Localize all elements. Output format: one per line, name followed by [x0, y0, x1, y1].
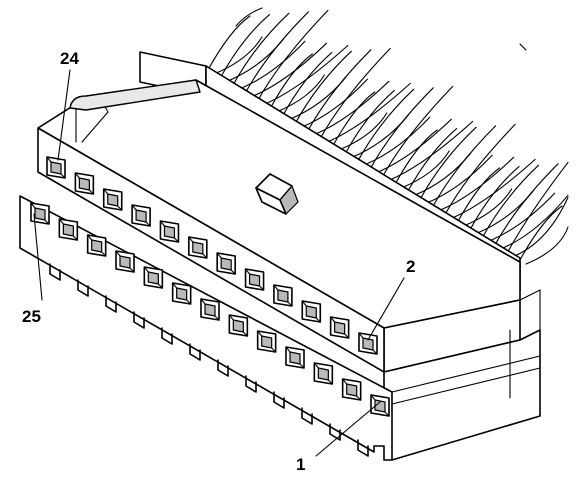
lower-cavity: [285, 346, 305, 369]
wire-strand: [235, 7, 263, 27]
wire-strand: [244, 11, 309, 94]
wire-strand: [363, 116, 431, 166]
callout-label-24: 24: [60, 49, 79, 68]
callout-label-25: 25: [22, 307, 41, 326]
wire-strand: [219, 14, 271, 79]
wire-strand: [469, 166, 520, 231]
upper-cavity-row: [46, 156, 378, 355]
wire-strand: [250, 42, 327, 98]
wire-strand: [319, 47, 391, 139]
upper-cavity: [46, 156, 66, 179]
wire-bundle: [207, 7, 569, 265]
wire-strand: [225, 38, 285, 83]
upper-cavity: [159, 220, 180, 243]
upper-cavity: [188, 236, 208, 259]
wire-strand: [263, 44, 349, 105]
wire-strand: [388, 120, 474, 181]
wire-strand: [207, 15, 251, 71]
wire-strand: [488, 192, 556, 242]
upper-cavity: [131, 204, 151, 227]
lower-cavity: [313, 362, 334, 385]
upper-cavity: [74, 172, 95, 195]
connector-front-face-lower: [19, 195, 393, 461]
lower-cavity: [115, 250, 135, 273]
wire-strand: [288, 76, 347, 121]
wire-strand: [519, 205, 563, 261]
lower-cavity: [341, 378, 362, 401]
wire-strand: [457, 167, 501, 223]
leader-line-24: [57, 69, 71, 161]
locking-tab: [255, 173, 299, 216]
wire-strand: [344, 90, 395, 155]
wire-strand: [444, 123, 516, 215]
wire-strand: [519, 43, 527, 51]
wire-strand: [269, 53, 313, 109]
wire-strand: [275, 74, 325, 113]
wire-strand: [450, 158, 536, 219]
wire-strand: [282, 52, 333, 117]
wire-strand: [394, 129, 438, 185]
wire-strand: [525, 226, 569, 265]
wire-strand: [482, 164, 540, 238]
connector-front-face-upper: [37, 127, 385, 373]
wire-strand: [307, 49, 372, 132]
wire-strand: [432, 125, 497, 208]
wire-strand: [300, 78, 368, 128]
wire-strand: [425, 154, 493, 204]
callout-leaders: [33, 69, 405, 457]
wire-strand: [325, 82, 411, 143]
upper-cavity: [358, 332, 378, 355]
wire-strand: [413, 152, 472, 197]
wire-strand: [512, 196, 569, 257]
connector-side-face: [383, 289, 541, 461]
callout-label-2: 2: [406, 257, 415, 276]
connector-front-rail: [69, 79, 201, 111]
wire-strand: [232, 12, 290, 86]
upper-cavity: [216, 252, 236, 275]
wire-strand: [338, 112, 388, 151]
wire-strand: [400, 150, 450, 189]
wire-strand: [382, 85, 454, 177]
leader-line-25: [33, 213, 43, 301]
leader-line-1: [315, 401, 381, 457]
upper-cavity: [102, 188, 123, 211]
wire-strand: [350, 114, 409, 159]
wire-strand: [463, 188, 513, 227]
upper-cavity: [244, 268, 265, 291]
wire-strand: [332, 91, 376, 147]
lower-cavity: [58, 218, 79, 241]
wire-strand: [407, 128, 458, 193]
wire-strand: [419, 126, 477, 200]
wire-strand: [257, 9, 329, 101]
upper-cavity: [301, 300, 322, 323]
wire-strand: [494, 163, 559, 246]
wire-strand: [238, 40, 306, 90]
wire-strand: [357, 88, 415, 162]
callout-label-1: 1: [296, 455, 305, 474]
lower-cavity-row: [30, 202, 390, 417]
wire-strand: [375, 118, 452, 174]
wire-strand: [500, 194, 569, 250]
leader-line-2: [367, 277, 405, 341]
lower-cavity: [200, 298, 220, 321]
lower-cavity: [143, 266, 164, 289]
upper-cavity: [273, 284, 293, 307]
lower-cavity: [256, 330, 277, 353]
wire-strand: [475, 190, 534, 235]
lower-cavity: [30, 202, 50, 225]
lower-cavity: [171, 282, 192, 305]
lower-cavity: [86, 234, 107, 257]
wire-strand: [313, 80, 390, 136]
wire-strand: [294, 50, 352, 124]
lower-cavity: [228, 314, 249, 337]
lower-cavity: [370, 394, 390, 417]
wire-strand: [438, 156, 515, 212]
wire-strand: [213, 36, 263, 75]
wire-strand: [506, 161, 569, 253]
wire-strand: [369, 87, 434, 170]
upper-cavity: [329, 316, 350, 339]
